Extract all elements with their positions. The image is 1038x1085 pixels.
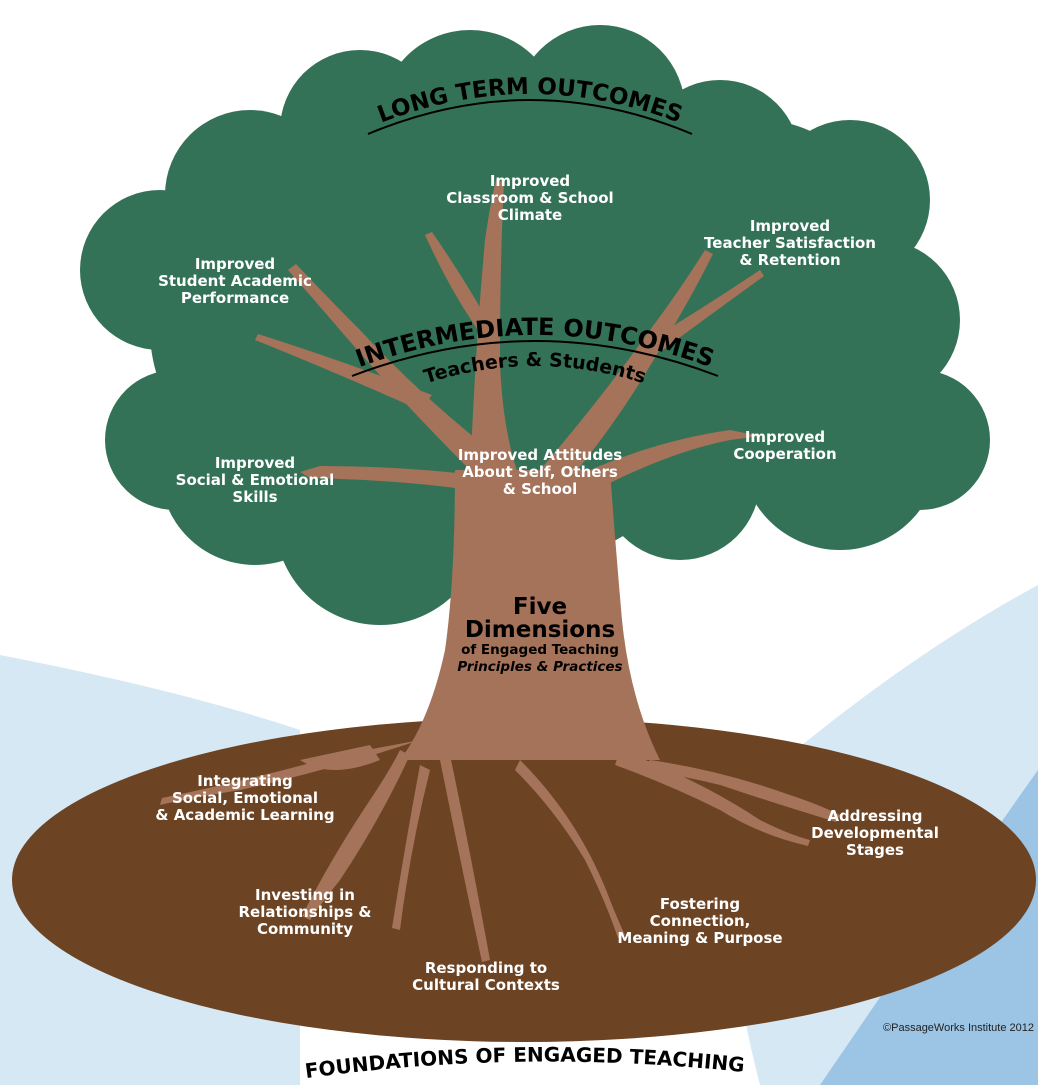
label-fostering: Fostering Connection, Meaning & Purpose bbox=[617, 895, 783, 947]
heading-intermediate-underline bbox=[351, 340, 719, 377]
trunk-title-five: Five bbox=[512, 594, 568, 620]
label-responding: Responding to Cultural Contexts bbox=[412, 959, 560, 994]
tree-trunk bbox=[160, 180, 840, 962]
label-classroom-climate: Improved Classroom & School Climate bbox=[446, 172, 614, 224]
label-teacher-satisfaction: Improved Teacher Satisfaction & Retentio… bbox=[704, 217, 876, 269]
trunk-subtitle: of Engaged Teaching bbox=[461, 642, 619, 658]
label-academic-performance: Improved Student Academic Performance bbox=[158, 255, 312, 307]
trunk-title-dimensions: Dimensions bbox=[464, 617, 616, 643]
label-integrating: Integrating Social, Emotional & Academic… bbox=[155, 772, 335, 824]
trunk-label: Five Dimensions of Engaged Teaching Prin… bbox=[430, 596, 650, 676]
heading-long-term-underline bbox=[367, 99, 693, 135]
heading-foundations: FOUNDATIONS OF ENGAGED TEACHING bbox=[303, 1043, 745, 1084]
canopy bbox=[80, 25, 990, 625]
label-addressing: Addressing Developmental Stages bbox=[811, 807, 939, 859]
trunk-subtitle-italic: Principles & Practices bbox=[457, 659, 623, 675]
label-cooperation: Improved Cooperation bbox=[733, 428, 837, 463]
label-attitudes: Improved Attitudes About Self, Others & … bbox=[457, 446, 623, 498]
label-social-emotional: Improved Social & Emotional Skills bbox=[175, 454, 335, 506]
copyright-text: ©PassageWorks Institute 2012 bbox=[883, 1022, 1034, 1034]
label-investing: Investing in Relationships & Community bbox=[238, 886, 372, 938]
